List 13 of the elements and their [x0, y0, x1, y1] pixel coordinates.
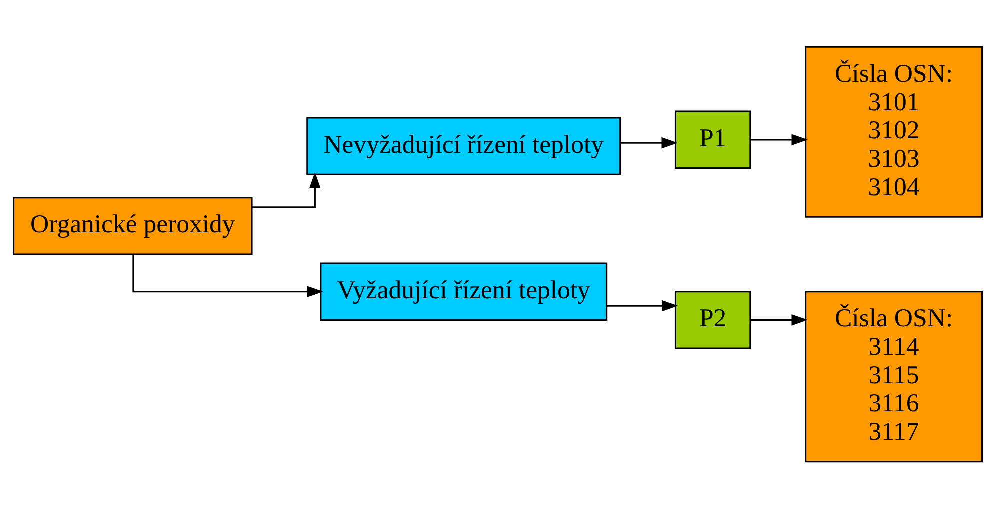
node-box: P1 [674, 110, 752, 168]
arrow [252, 172, 321, 208]
node-box: Čísla OSN: 3101 3102 3103 3104 [805, 46, 984, 218]
arrow [750, 134, 808, 146]
node-box: Nevyžadující řízení teploty [306, 116, 622, 175]
arrow [132, 254, 324, 298]
node-box: Vyžadující řízení teploty [320, 262, 608, 320]
arrow [750, 314, 808, 326]
node-box: P2 [674, 290, 752, 349]
node-box: Čísla OSN: 3114 3115 3116 3117 [805, 290, 984, 462]
arrow [607, 300, 678, 312]
node-box: Organické peroxidy [12, 196, 253, 255]
arrow [620, 136, 678, 148]
